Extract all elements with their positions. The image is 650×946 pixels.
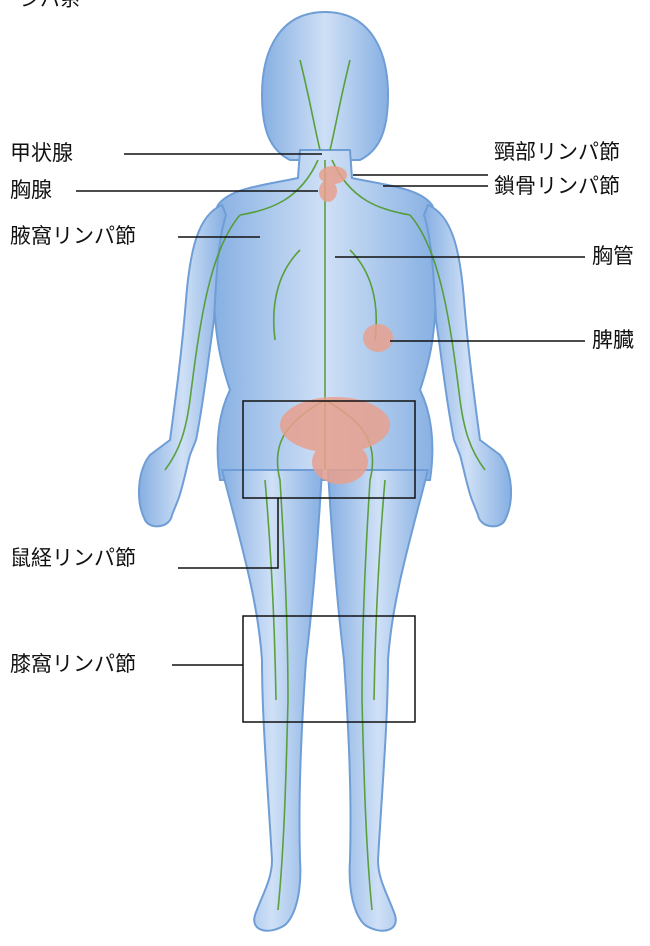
label-spleen: 脾臓	[592, 330, 634, 351]
label-inguinal: 鼠経リンパ節	[10, 548, 136, 569]
label-thoracic-duct: 胸管	[592, 246, 634, 267]
label-thyroid: 甲状腺	[10, 143, 73, 164]
spleen-organ	[363, 324, 393, 352]
lower-intestine-organ	[312, 440, 368, 484]
right-arm	[424, 205, 511, 526]
label-cervical: 頸部リンパ節	[494, 142, 620, 163]
label-popliteal: 膝窩リンパ節	[10, 654, 136, 675]
left-arm	[139, 205, 226, 526]
right-leg	[328, 470, 428, 931]
left-leg	[222, 470, 322, 931]
label-thymus: 胸腺	[10, 180, 52, 201]
thyroid-organ	[319, 166, 347, 184]
label-clavicular: 鎖骨リンパ節	[494, 176, 620, 197]
thymus-organ	[319, 180, 337, 202]
label-axillary: 腋窩リンパ節	[10, 226, 136, 247]
top-title-fragment: ンパ系	[20, 0, 80, 11]
head	[262, 12, 388, 160]
